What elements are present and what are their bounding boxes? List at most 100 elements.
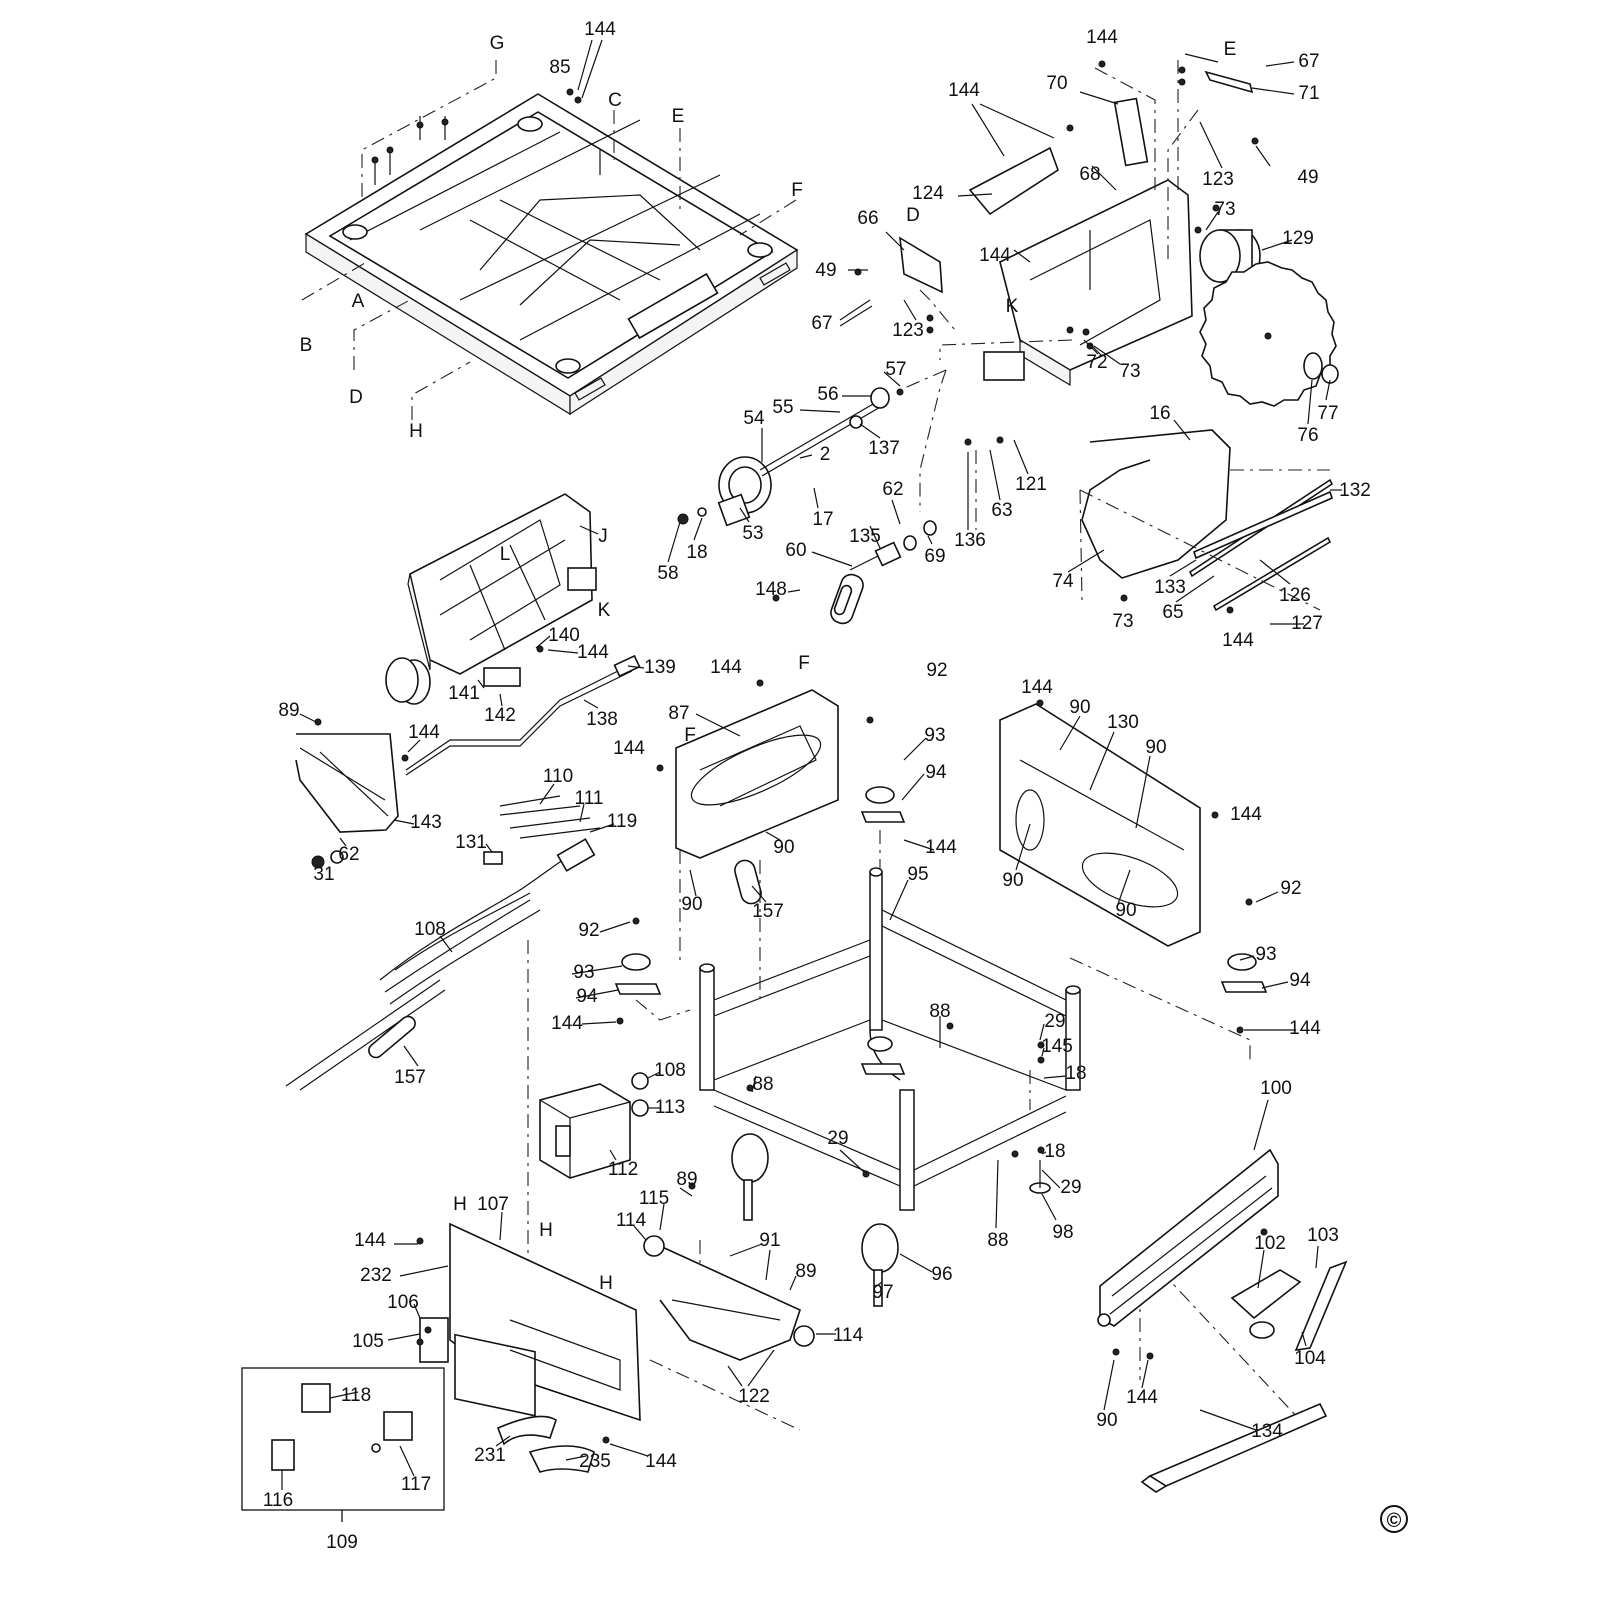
callout-label: 127 xyxy=(1291,613,1323,634)
callout-label: 73 xyxy=(1112,611,1133,632)
callout-label: 109 xyxy=(326,1532,358,1553)
callout-label: 63 xyxy=(991,500,1012,521)
callout-label: 144 xyxy=(354,1230,386,1251)
callout-label: 67 xyxy=(811,313,832,334)
rail-strips xyxy=(1188,478,1334,612)
lower-guard xyxy=(643,1235,815,1361)
callout-label: 93 xyxy=(924,725,945,746)
callout-label: 62 xyxy=(338,844,359,865)
callout-label: 18 xyxy=(686,542,707,563)
callout-label: J xyxy=(598,526,608,547)
reference-lines-right xyxy=(899,60,1330,611)
callout-label: 17 xyxy=(812,509,833,530)
callout-label: 49 xyxy=(1297,167,1318,188)
callout-label: 144 xyxy=(408,722,440,743)
callout-label: 76 xyxy=(1297,425,1318,446)
callout-label: D xyxy=(349,387,363,408)
callout-label: 88 xyxy=(987,1230,1008,1251)
callout-label: 108 xyxy=(414,919,446,940)
callout-label: 145 xyxy=(1041,1036,1073,1057)
callout-label: 144 xyxy=(1289,1018,1321,1039)
callout-label: 70 xyxy=(1046,73,1067,94)
callout-label: 114 xyxy=(833,1325,864,1346)
callout-label: B xyxy=(300,335,313,356)
callout-label: 107 xyxy=(477,1194,509,1215)
wrench xyxy=(1230,1269,1302,1339)
callout-label: 87 xyxy=(668,703,689,724)
table-top-assembly xyxy=(304,88,799,416)
copyright-symbol: © xyxy=(1387,1510,1402,1532)
callout-label: 88 xyxy=(929,1001,950,1022)
callout-label: K xyxy=(598,600,611,621)
callout-label: 94 xyxy=(925,762,947,783)
callout-label: 138 xyxy=(586,709,618,730)
side-panel-front xyxy=(675,689,839,859)
callout-label: 67 xyxy=(1298,51,1319,72)
leader-lines xyxy=(281,39,1342,1490)
callout-label: 90 xyxy=(681,894,702,915)
callout-label: 29 xyxy=(1044,1011,1065,1032)
miter-gauge-bar xyxy=(1140,1402,1328,1493)
callout-label: 88 xyxy=(752,1074,773,1095)
upper-brackets xyxy=(899,70,1254,294)
callout-label: 232 xyxy=(360,1265,392,1286)
callout-label: 144 xyxy=(551,1013,583,1034)
callout-label: 115 xyxy=(639,1188,669,1209)
callout-label: K xyxy=(1006,296,1019,317)
callout-label: 97 xyxy=(872,1282,893,1303)
callout-label: 137 xyxy=(868,438,900,459)
callout-label: 130 xyxy=(1107,712,1139,733)
callout-label: 144 xyxy=(645,1451,677,1472)
callout-label: 140 xyxy=(548,625,580,646)
callout-label: 31 xyxy=(313,864,334,885)
callout-label: 90 xyxy=(1115,900,1136,921)
callout-label: 68 xyxy=(1079,164,1100,185)
blade-flange xyxy=(1303,352,1339,384)
callout-label: A xyxy=(352,291,365,312)
callout-label: 89 xyxy=(795,1261,816,1282)
callout-label: 58 xyxy=(657,563,678,584)
callout-label: 144 xyxy=(979,245,1011,266)
callout-label: 89 xyxy=(676,1169,697,1190)
callout-label: 157 xyxy=(752,901,784,922)
callout-label: 113 xyxy=(655,1097,685,1118)
callout-label: 143 xyxy=(410,812,442,833)
callout-label: 57 xyxy=(885,359,906,380)
callout-label: 133 xyxy=(1154,577,1186,598)
callout-label: 18 xyxy=(1044,1141,1065,1162)
front-panel xyxy=(419,1222,641,1422)
reference-lines-shaft xyxy=(919,369,977,530)
callout-label: 62 xyxy=(882,479,903,500)
callout-label: 89 xyxy=(278,700,299,721)
callout-label: D xyxy=(906,205,920,226)
callout-label: 144 xyxy=(1021,677,1053,698)
callout-label: 91 xyxy=(759,1230,780,1251)
callout-label: 121 xyxy=(1015,474,1047,495)
copyright-mark: © xyxy=(1380,1505,1408,1533)
callout-label: 129 xyxy=(1282,228,1314,249)
callout-label: 90 xyxy=(1002,870,1023,891)
callout-label: 124 xyxy=(912,183,944,204)
power-cord xyxy=(285,838,596,1091)
callout-label: 135 xyxy=(849,526,881,547)
handwheel-assembly xyxy=(677,387,904,527)
lock-knob-assembly xyxy=(830,520,937,625)
callout-label: 16 xyxy=(1149,403,1170,424)
callout-label: 29 xyxy=(827,1128,848,1149)
tilt-scale-plate xyxy=(295,733,399,869)
callout-label: 90 xyxy=(1096,1410,1117,1431)
callout-label: 18 xyxy=(1065,1063,1086,1084)
callout-label: 123 xyxy=(892,320,924,341)
callout-label: 95 xyxy=(907,864,928,885)
callout-label: 93 xyxy=(1255,944,1276,965)
callout-label: 92 xyxy=(578,920,599,941)
callout-label: 134 xyxy=(1251,1421,1283,1442)
callout-label: 106 xyxy=(387,1292,419,1313)
callout-label: 90 xyxy=(1069,697,1090,718)
callout-label: 54 xyxy=(743,408,765,429)
reference-lines-top xyxy=(301,60,797,420)
callout-label: 92 xyxy=(1280,878,1301,899)
callout-label: 131 xyxy=(455,832,487,853)
callout-label: 144 xyxy=(1230,804,1262,825)
